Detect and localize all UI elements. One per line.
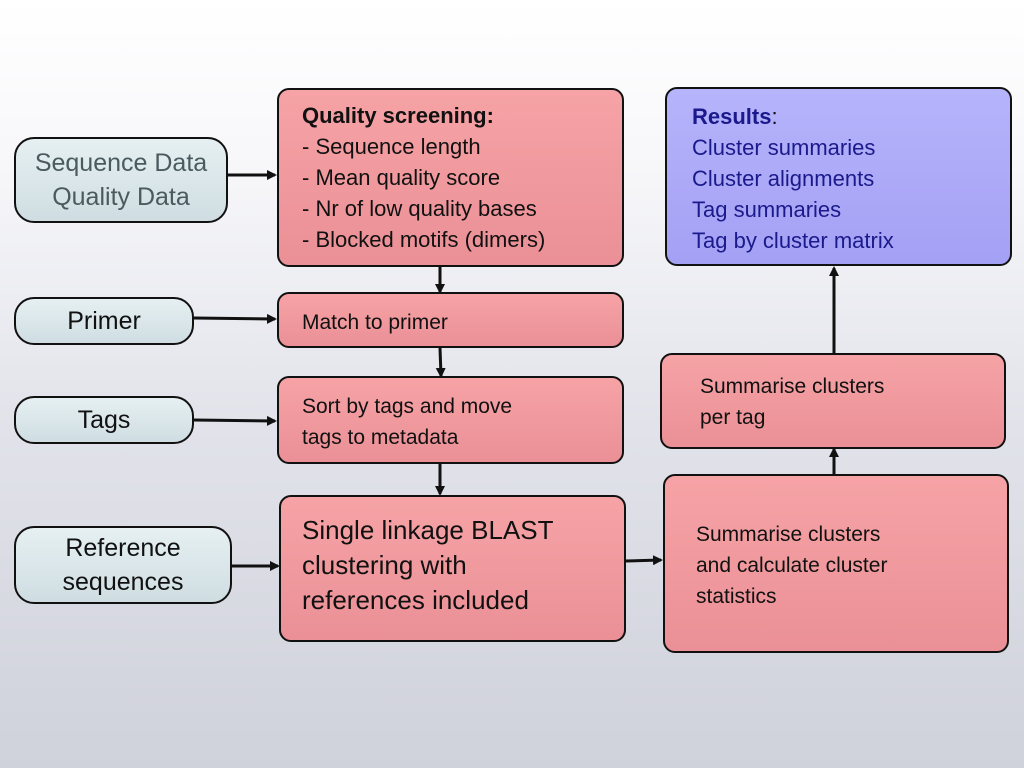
- arrow-primer-to-match: [193, 313, 277, 324]
- results-heading: Results:: [692, 101, 778, 132]
- arrow-match-to-sort: [435, 347, 446, 378]
- summarise-stats-line3: statistics: [696, 585, 777, 608]
- criterion-low-quality-bases: - Nr of low quality bases: [302, 196, 537, 221]
- results-colon: :: [771, 104, 778, 129]
- results-box: Results: Cluster summaries Cluster align…: [665, 87, 1012, 266]
- summarise-per-tag-box: Summarise clusters per tag: [660, 353, 1006, 449]
- match-primer-box: Match to primer: [277, 292, 624, 348]
- clustering-line3: references included: [302, 585, 529, 615]
- criterion-mean-quality: - Mean quality score: [302, 165, 501, 190]
- quality-screening-box: Quality screening: - Sequence length - M…: [277, 88, 624, 267]
- reference-label-line2: sequences: [62, 568, 184, 596]
- clustering-line2: clustering with: [302, 550, 467, 580]
- reference-label-line1: Reference: [65, 534, 181, 562]
- tags-box: Tags: [14, 396, 194, 444]
- summarise-per-tag-line1: Summarise clusters: [700, 375, 885, 398]
- result-tag-summaries: Tag summaries: [692, 197, 842, 222]
- arrow-clustering-to-summarise: [625, 555, 663, 566]
- criterion-sequence-length: - Sequence length: [302, 134, 481, 159]
- quality-data-label: Quality Data: [52, 183, 190, 211]
- sort-tags-line1: Sort by tags and move: [302, 395, 513, 418]
- clustering-line1: Single linkage BLAST: [302, 515, 554, 545]
- criterion-blocked-motifs: - Blocked motifs (dimers): [302, 227, 546, 252]
- clustering-box: Single linkage BLAST clustering with ref…: [279, 495, 626, 642]
- quality-screening-title: Quality screening:: [302, 103, 494, 128]
- primer-label: Primer: [67, 307, 141, 335]
- arrow-tags-to-sort: [193, 415, 277, 426]
- result-tag-by-cluster-matrix: Tag by cluster matrix: [692, 228, 894, 253]
- tags-label: Tags: [77, 406, 131, 434]
- sort-tags-line2: tags to metadata: [302, 426, 459, 449]
- summarise-statistics-box: Summarise clusters and calculate cluster…: [663, 474, 1009, 653]
- summarise-stats-line1: Summarise clusters: [696, 523, 881, 546]
- reference-sequences-box: Reference sequences: [14, 526, 232, 604]
- summarise-per-tag-line2: per tag: [700, 406, 766, 429]
- results-title: Results: [692, 104, 772, 129]
- match-primer-label: Match to primer: [302, 311, 448, 334]
- result-cluster-alignments: Cluster alignments: [692, 166, 875, 191]
- summarise-stats-line2: and calculate cluster: [696, 554, 888, 577]
- primer-box: Primer: [14, 297, 194, 345]
- sequence-data-label: Sequence Data: [34, 149, 208, 177]
- sequence-data-box: Sequence Data Quality Data: [14, 137, 228, 223]
- sort-tags-box: Sort by tags and move tags to metadata: [277, 376, 624, 464]
- result-cluster-summaries: Cluster summaries: [692, 135, 876, 160]
